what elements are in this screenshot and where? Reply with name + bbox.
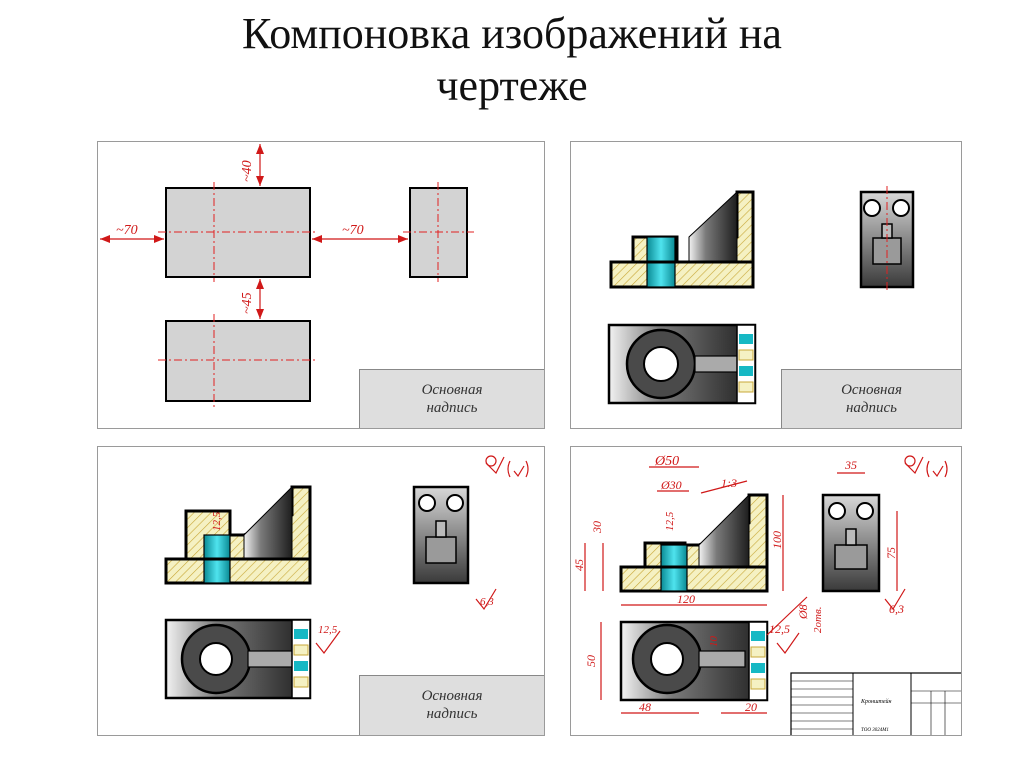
dim-right-gap: ~70	[312, 223, 408, 243]
stamp-line-1: Основная	[421, 688, 483, 704]
stamp-line-1: Основная	[841, 382, 902, 398]
side-view	[821, 493, 881, 593]
roughness-drawing: 12,5 6,3	[164, 455, 529, 700]
stamp-line-1: Основная	[421, 382, 483, 398]
svg-text:~70: ~70	[116, 223, 138, 238]
side-view	[412, 485, 470, 585]
svg-text:20: 20	[745, 700, 757, 714]
top-view	[164, 618, 312, 700]
svg-text:50: 50	[584, 655, 598, 667]
svg-text:10: 10	[708, 636, 720, 648]
stamp-line-2: надпись	[845, 400, 897, 416]
dimensioned-drawing: Ø50 Ø30 1:3 12,5 30 45 100 120 35	[572, 454, 961, 735]
svg-text:12,5: 12,5	[318, 624, 338, 636]
svg-text:6,3: 6,3	[889, 602, 904, 616]
layout-panel: ~40 ~70 ~70 ~45 Основная надпись	[97, 141, 545, 429]
svg-text:Ø50: Ø50	[654, 454, 679, 469]
title-line-1: Компоновка изображений на	[242, 9, 782, 58]
front-section-view	[619, 493, 769, 593]
front-section-view	[609, 190, 755, 289]
svg-text:48: 48	[639, 700, 651, 714]
views-drawing	[607, 186, 915, 405]
front-section-view: 12,5	[164, 485, 312, 585]
svg-text:2отв.: 2отв.	[812, 607, 824, 633]
dim-top-gap: ~40	[240, 144, 264, 186]
roughness-symbol-side: 6,3	[475, 588, 497, 611]
views-panel: Основная надпись	[570, 141, 962, 429]
svg-text:Ø30: Ø30	[660, 478, 682, 492]
dim-middle-gap: ~45	[240, 279, 264, 319]
svg-text:6,3: 6,3	[480, 596, 494, 608]
svg-text:~40: ~40	[240, 160, 255, 182]
svg-text:12,5: 12,5	[664, 511, 676, 531]
title-block-stamp: Основная надпись	[359, 369, 544, 428]
svg-text:100: 100	[770, 531, 784, 549]
svg-text:ТОО 3024М1: ТОО 3024М1	[861, 728, 889, 733]
svg-text:12,5: 12,5	[211, 511, 223, 531]
top-view-area	[165, 320, 311, 402]
svg-text:Ø8: Ø8	[796, 604, 810, 620]
title-line-2: чертеже	[436, 61, 588, 110]
svg-text:35: 35	[844, 458, 857, 472]
svg-text:~45: ~45	[240, 292, 255, 314]
dimensioned-panel: Ø50 Ø30 1:3 12,5 30 45 100 120 35	[570, 446, 962, 736]
front-dimensions: Ø50 Ø30 1:3 12,5 30 45 100 120	[572, 454, 784, 606]
top-view	[619, 620, 769, 702]
side-view	[859, 186, 915, 292]
title-block-stamp: Основная надпись	[359, 675, 544, 735]
side-dimensions: 35 75 6,3	[837, 458, 906, 616]
svg-text:1:3: 1:3	[721, 476, 737, 490]
svg-text:75: 75	[884, 547, 898, 559]
title-block-table: Кронштейн ТОО 3024М1	[790, 672, 961, 735]
svg-text:45: 45	[572, 559, 586, 571]
roughness-panel: 12,5 6,3	[97, 446, 545, 736]
svg-text:30: 30	[590, 521, 604, 534]
svg-text:~70: ~70	[342, 223, 364, 238]
top-dimensions: 50 48 20 10 12,5 Ø8 2отв.	[584, 596, 824, 714]
roughness-symbol-bottom: 12,5	[315, 624, 341, 654]
roughness-symbol-corner	[485, 455, 529, 478]
roughness-symbol-corner	[904, 455, 948, 478]
title-block-stamp: Основная надпись	[781, 369, 961, 428]
stamp-line-2: надпись	[426, 400, 478, 416]
dim-left-gap: ~70	[100, 223, 164, 243]
stamp-line-2: надпись	[426, 706, 478, 722]
svg-text:12,5: 12,5	[769, 622, 790, 636]
layout-drawing: ~40 ~70 ~70 ~45	[100, 144, 474, 407]
top-view	[607, 323, 757, 405]
svg-text:120: 120	[677, 592, 695, 606]
slide-title: Компоновка изображений на чертеже	[0, 8, 1024, 112]
svg-text:Кронштейн: Кронштейн	[860, 698, 891, 705]
